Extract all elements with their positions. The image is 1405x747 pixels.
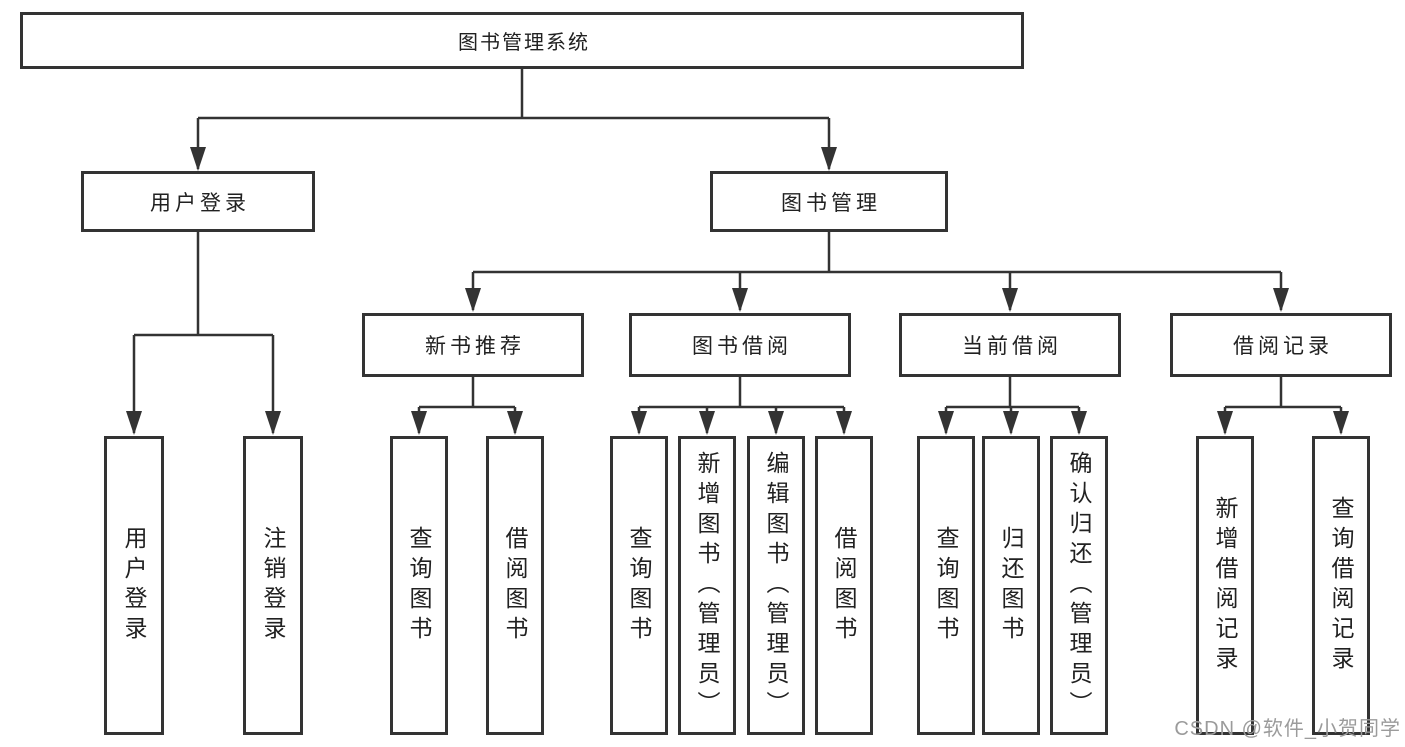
leaf-bb-query-books-label: 查询图书 [626, 525, 652, 646]
leaf-bb-query-books: 查询图书 [610, 436, 668, 735]
node-book-management-label: 图书管理 [781, 191, 881, 215]
leaf-user-login: 用户登录 [104, 436, 164, 735]
leaf-bb-borrow-books: 借阅图书 [815, 436, 873, 735]
leaf-cb-confirm-return-admin: 确认归还（管理员） [1050, 436, 1108, 735]
leaf-nbr-borrow-books-label: 借阅图书 [502, 525, 528, 646]
node-user-login: 用户登录 [81, 171, 315, 232]
node-book-management: 图书管理 [710, 171, 948, 232]
leaf-nbr-query-books-label: 查询图书 [406, 525, 432, 646]
leaf-bb-edit-books-admin-label: 编辑图书（管理员） [763, 450, 789, 721]
leaf-br-add-record: 新增借阅记录 [1196, 436, 1254, 735]
node-book-borrow: 图书借阅 [629, 313, 851, 377]
leaf-cb-query-books-label: 查询图书 [933, 525, 959, 646]
node-new-book-recommend-label: 新书推荐 [425, 335, 525, 358]
leaf-bb-add-books-admin-label: 新增图书（管理员） [694, 450, 720, 721]
leaf-nbr-borrow-books: 借阅图书 [486, 436, 544, 735]
node-user-login-label: 用户登录 [150, 191, 250, 215]
leaf-br-query-record: 查询借阅记录 [1312, 436, 1370, 735]
leaf-bb-edit-books-admin: 编辑图书（管理员） [747, 436, 805, 735]
leaf-cb-return-books-label: 归还图书 [998, 525, 1024, 646]
leaf-cb-confirm-return-admin-label: 确认归还（管理员） [1066, 450, 1092, 721]
node-borrow-records-label: 借阅记录 [1233, 335, 1333, 358]
node-root: 图书管理系统 [20, 12, 1024, 69]
node-current-borrow: 当前借阅 [899, 313, 1121, 377]
leaf-br-add-record-label: 新增借阅记录 [1212, 495, 1238, 676]
node-borrow-records: 借阅记录 [1170, 313, 1392, 377]
node-current-borrow-label: 当前借阅 [962, 335, 1062, 358]
leaf-bb-borrow-books-label: 借阅图书 [831, 525, 857, 646]
leaf-nbr-query-books: 查询图书 [390, 436, 448, 735]
leaf-cb-return-books: 归还图书 [982, 436, 1040, 735]
node-root-label: 图书管理系统 [458, 32, 590, 54]
leaf-logout-label: 注销登录 [260, 525, 286, 646]
leaf-user-login-label: 用户登录 [121, 525, 147, 646]
node-book-borrow-label: 图书借阅 [692, 335, 792, 358]
leaf-br-query-record-label: 查询借阅记录 [1328, 495, 1354, 676]
leaf-logout: 注销登录 [243, 436, 303, 735]
leaf-bb-add-books-admin: 新增图书（管理员） [678, 436, 736, 735]
leaf-cb-query-books: 查询图书 [917, 436, 975, 735]
node-new-book-recommend: 新书推荐 [362, 313, 584, 377]
